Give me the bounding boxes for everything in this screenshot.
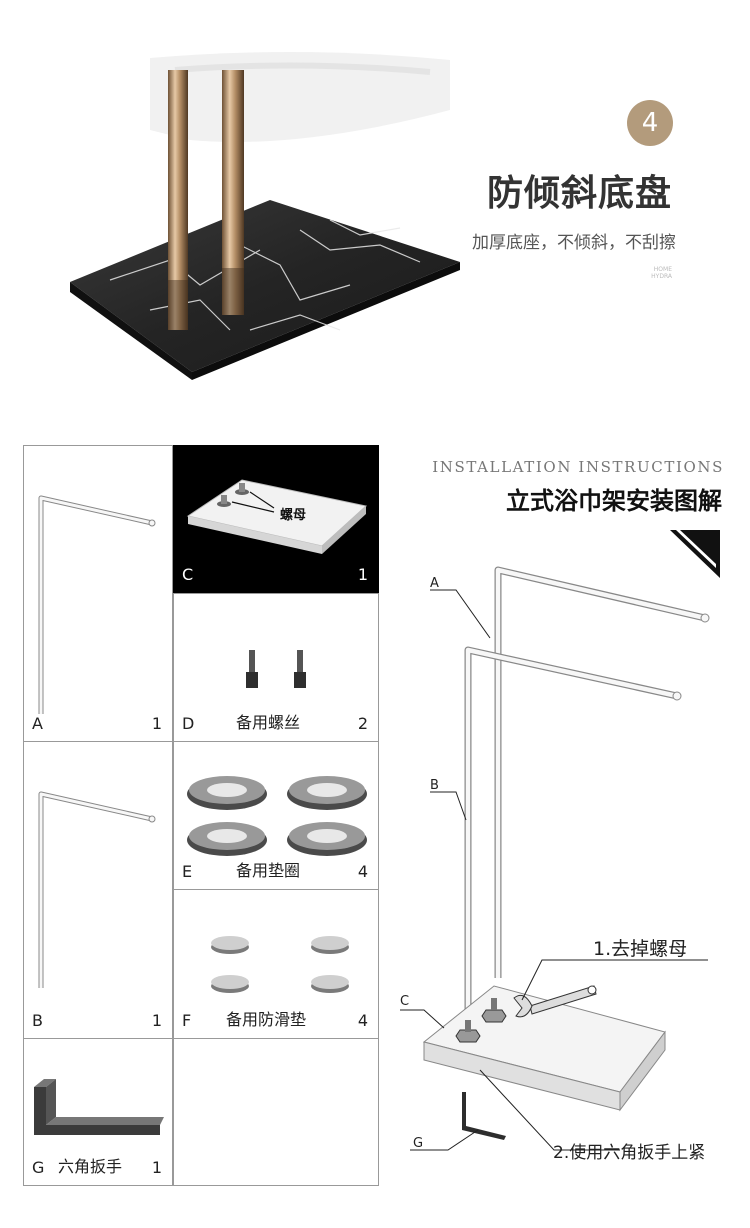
part-qty: 1 <box>357 565 368 584</box>
part-cell-f: F 备用防滑垫 4 <box>173 889 379 1039</box>
step-2-text: 2.使用六角扳手上紧 <box>553 1143 706 1163</box>
brand-line-2: HYDRA <box>651 273 672 280</box>
spare-screws-diagram <box>246 650 306 688</box>
part-name: 备用防滑垫 <box>226 1010 307 1029</box>
label-a: A <box>430 576 439 591</box>
empty-cell <box>173 1038 379 1186</box>
part-name: 备用垫圈 <box>236 861 301 880</box>
spare-washers-diagram <box>187 776 367 856</box>
instructions-title-en: INSTALLATION INSTRUCTIONS <box>432 458 724 476</box>
base-plate-diagram <box>186 479 368 554</box>
instructions-title-cn: 立式浴巾架安装图解 <box>506 486 722 515</box>
assembly-diagram <box>400 530 720 1151</box>
part-cell-d: D 备用螺丝 2 <box>173 593 379 742</box>
rod-b-diagram <box>38 791 156 988</box>
part-cell-c: 螺母 C 1 <box>173 445 379 593</box>
part-letter: G <box>32 1158 45 1177</box>
spare-pads-diagram <box>211 936 349 993</box>
step-1-text: 1.去掉螺母 <box>593 938 688 960</box>
part-cell-g: G 六角扳手 1 <box>23 1038 173 1186</box>
label-g: G <box>413 1136 424 1151</box>
rod-a-diagram <box>38 495 156 714</box>
part-cell-a: A 1 <box>23 445 173 742</box>
product-hero: 4 防倾斜底盘 加厚底座，不倾斜，不刮擦 HOME HYDRA <box>0 0 750 400</box>
feature-subtitle: 加厚底座，不倾斜，不刮擦 <box>472 233 676 253</box>
part-qty: 1 <box>151 1011 162 1030</box>
feature-number-badge: 4 <box>627 100 673 146</box>
part-qty: 1 <box>151 1158 162 1177</box>
part-letter: E <box>182 862 193 881</box>
label-b: B <box>430 778 439 793</box>
part-name: 备用螺丝 <box>236 713 301 732</box>
part-qty: 2 <box>357 714 368 733</box>
part-qty: 4 <box>357 1011 368 1030</box>
feature-title: 防倾斜底盘 <box>486 173 672 214</box>
part-cell-b: B 1 <box>23 741 173 1039</box>
part-cell-e: E 备用垫圈 4 <box>173 741 379 890</box>
part-letter: C <box>182 565 194 584</box>
nut-callout: 螺母 <box>280 508 307 523</box>
part-qty: 1 <box>151 714 162 733</box>
part-qty: 4 <box>357 862 368 881</box>
part-letter: D <box>182 714 195 733</box>
marble-base-photo <box>70 51 460 380</box>
part-letter: A <box>32 714 43 733</box>
brand-line-1: HOME <box>653 266 672 273</box>
label-c: C <box>400 994 410 1009</box>
part-letter: B <box>32 1011 43 1030</box>
brand-mark: HOME HYDRA <box>600 266 672 280</box>
part-name: 六角扳手 <box>58 1157 123 1176</box>
hex-key-diagram <box>34 1079 164 1135</box>
part-letter: F <box>182 1011 192 1030</box>
